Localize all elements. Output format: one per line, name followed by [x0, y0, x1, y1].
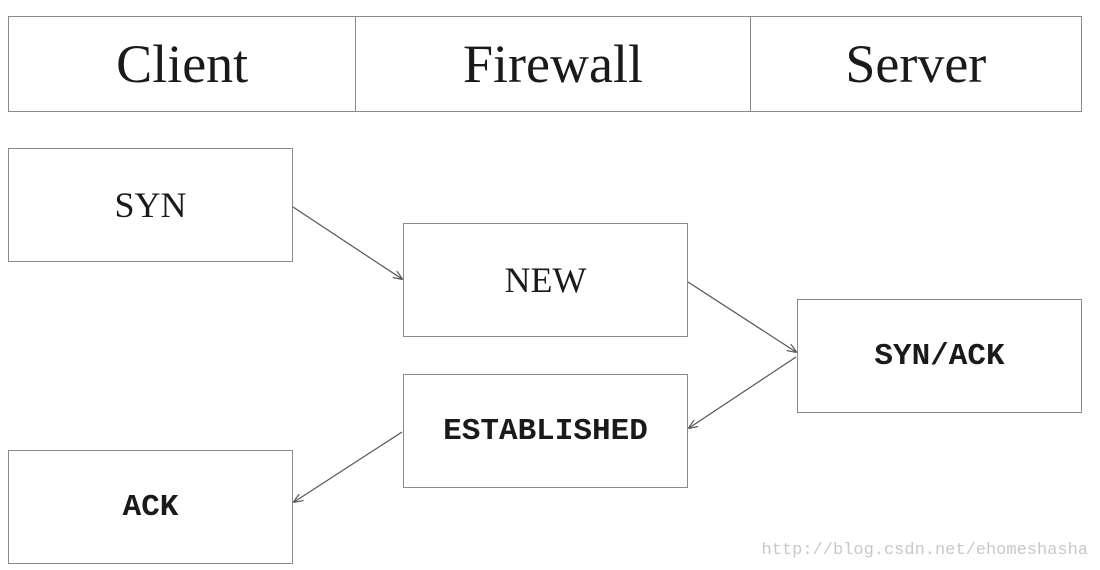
box-new: NEW — [403, 223, 688, 337]
arrow-syn-to-new — [292, 206, 402, 279]
header-client: Client — [9, 17, 357, 111]
arrow-established-to-ack — [294, 431, 403, 502]
header-server: Server — [845, 34, 987, 94]
column-header-row: Client Firewall Server — [8, 16, 1082, 112]
watermark-url: http://blog.csdn.net/ehomeshasha — [761, 541, 1088, 560]
box-ack: ACK — [8, 450, 293, 564]
header-firewall: Firewall — [356, 17, 751, 111]
box-syn-ack: SYN/ACK — [797, 299, 1082, 413]
arrow-syn-ack-to-established — [689, 356, 797, 428]
box-syn: SYN — [8, 148, 293, 262]
arrow-new-to-syn-ack — [687, 281, 796, 352]
box-established: ESTABLISHED — [403, 374, 688, 488]
